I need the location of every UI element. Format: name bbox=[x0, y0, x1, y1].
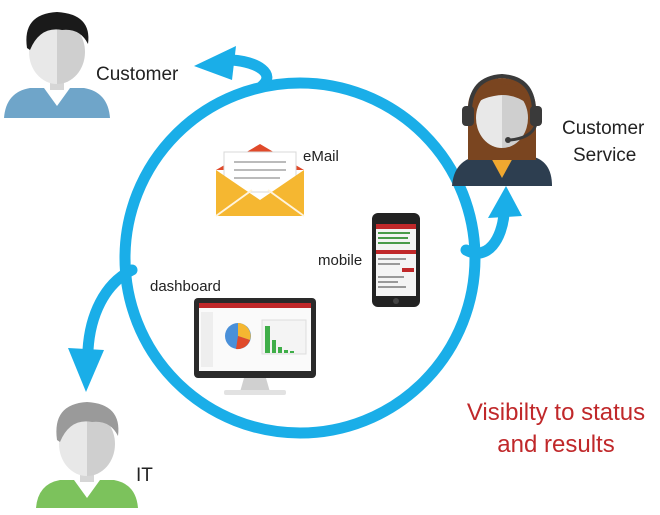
smartphone-icon bbox=[372, 213, 420, 307]
caption-line1: Visibilty to status bbox=[467, 399, 645, 426]
customer-avatar-icon bbox=[4, 12, 110, 118]
label-dashboard: dashboard bbox=[150, 278, 221, 295]
arrow-to-customer bbox=[194, 46, 273, 92]
cycle-ring bbox=[119, 77, 481, 439]
label-customer: Customer bbox=[96, 64, 179, 85]
envelope-icon bbox=[215, 144, 305, 217]
monitor-dashboard-icon bbox=[194, 298, 316, 395]
label-email: eMail bbox=[303, 148, 339, 165]
it-avatar-icon bbox=[36, 402, 138, 508]
caption-line2: and results bbox=[497, 431, 614, 458]
label-it: IT bbox=[136, 465, 153, 486]
label-customer-service-line2: Service bbox=[573, 145, 636, 166]
label-mobile: mobile bbox=[318, 252, 362, 269]
arrow-to-it bbox=[68, 264, 138, 392]
arrow-to-customer-service bbox=[460, 186, 522, 259]
headset-agent-avatar-icon bbox=[452, 73, 552, 186]
label-customer-service-line1: Customer bbox=[562, 118, 645, 139]
